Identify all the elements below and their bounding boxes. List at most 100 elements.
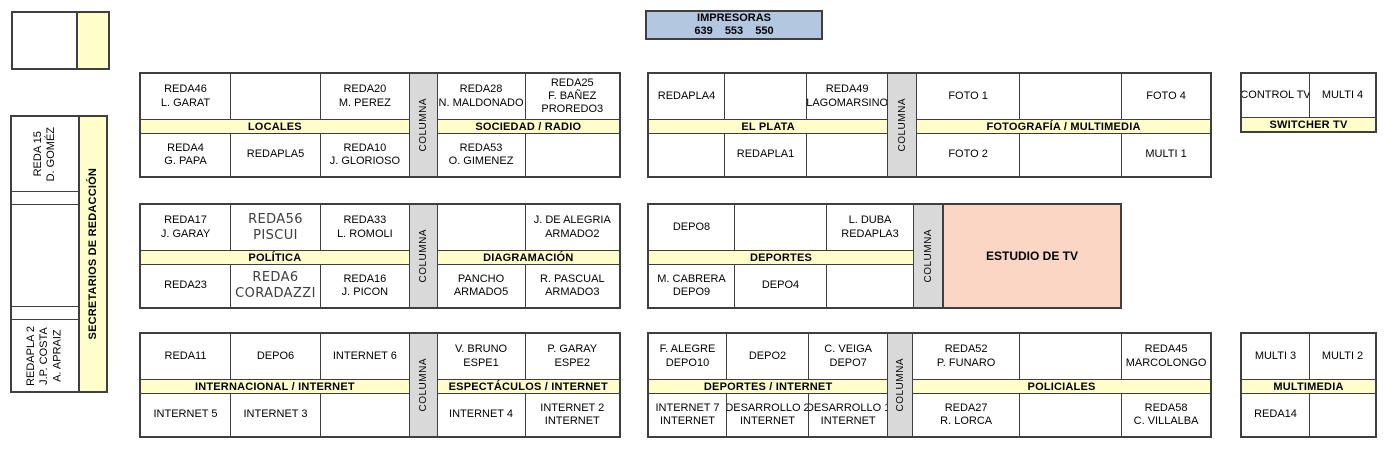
cell-text-line: FOTO 2 <box>948 148 988 161</box>
cell-text-line: J. PICON <box>341 286 389 298</box>
cell-text-line: REDA 15 <box>31 131 44 177</box>
cell-text-line: O. GIMENEZ <box>448 155 514 167</box>
section-band-label: SOCIEDAD / RADIO <box>475 120 582 133</box>
desk-cell <box>649 134 725 176</box>
section-band: POLÍTICA <box>141 250 409 265</box>
cell-text-line: REDA4 <box>167 141 204 154</box>
cell-text-line: INTERNET 5 <box>153 408 218 421</box>
legend-cell-white <box>13 13 76 68</box>
sidebar-desk-cell <box>12 307 78 320</box>
cell-text-line: REDA27 <box>944 401 988 414</box>
cell-text-line: INTERNET 4 <box>449 408 514 421</box>
section-band: LOCALES <box>141 119 409 134</box>
columna-label: COLUMNA <box>922 229 934 283</box>
desk-cell <box>437 205 526 250</box>
cell-text-line: P. GARAY <box>547 343 598 356</box>
desk-cell: FOTO 2 <box>917 134 1021 176</box>
desk-cell <box>1020 394 1123 436</box>
cell-text-line: INTERNET <box>544 415 600 427</box>
cell-text-line: REDA10 <box>343 141 387 154</box>
cell-text-line: F. ALEGRE <box>659 343 716 356</box>
section-band-label: INTERNACIONAL / INTERNET <box>194 380 355 393</box>
cell-text-line: MULTI 2 <box>1321 349 1364 362</box>
cell-text-line: REDA17 <box>164 214 207 227</box>
cell-text-line: M. PEREZ <box>338 96 391 109</box>
desk-cell: REDAPLA4 <box>649 74 725 119</box>
cell-text-line: C. VEIGA <box>824 343 872 356</box>
cell-text-line: FOTO 4 <box>1146 89 1186 102</box>
cell-text-line: INTERNET 3 <box>243 408 308 421</box>
desk-cell <box>807 134 888 176</box>
section-band: SWITCHER TV <box>1242 117 1375 131</box>
desk-cell: FOTO 4 <box>1122 74 1210 119</box>
cell-text-line: REDA14 <box>1254 408 1297 421</box>
cell-text-line: REDA53 <box>459 141 503 154</box>
cell-text-line: ESPE2 <box>554 356 590 369</box>
columna-label: COLUMNA <box>417 358 429 412</box>
cell-text-line: ESPE1 <box>463 356 499 369</box>
estudio-de-tv-label: ESTUDIO DE TV <box>985 249 1078 263</box>
desk-cell <box>725 74 807 119</box>
desk-cell <box>1020 74 1123 119</box>
section-band: INTERNACIONAL / INTERNET <box>141 379 409 394</box>
cell-text-line: ARMADO5 <box>453 286 509 298</box>
cell-text-line: DEPO9 <box>672 286 711 298</box>
cell-text-line: MULTI 4 <box>1321 88 1364 101</box>
section-band: DIAGRAMACIÓN <box>437 250 619 265</box>
legend-cell-yellow <box>76 13 108 68</box>
cell-text-line: F. BAÑEZ <box>548 89 597 102</box>
desk-cell: DEPO4 <box>735 265 827 307</box>
section-band-label: LOCALES <box>247 120 302 133</box>
desk-cell: DEPO6 <box>231 334 321 379</box>
cell-text-line: R. PASCUAL <box>539 272 605 285</box>
cell-text-line: J. GLORIOSO <box>329 155 401 167</box>
cell-text-line: REDA49 <box>825 83 869 96</box>
cell-text-line: REDA11 <box>164 349 207 362</box>
cell-text-line: REDA20 <box>343 83 387 96</box>
cell-text-line: REDAPLA4 <box>657 89 716 102</box>
cell-text-line: DEPO7 <box>829 356 867 369</box>
estudio-de-tv-box: ESTUDIO DE TV <box>943 205 1120 307</box>
impresoras-box: IMPRESORAS 639 553 550 <box>645 10 823 40</box>
cell-text-line: REDA46 <box>164 83 207 96</box>
cell-text-line: REDAPLA1 <box>736 148 795 161</box>
desk-cell: MULTI 1 <box>1122 134 1210 176</box>
cell-text-line: L. GARAT <box>160 96 211 109</box>
desk-cell: REDA23 <box>141 265 231 307</box>
cell-text-line: REDAPLA3 <box>841 227 899 240</box>
desk-cell <box>735 205 827 250</box>
columna-cell: COLUMNA <box>913 205 943 307</box>
cell-text-line: DEPO2 <box>748 349 787 362</box>
desk-cell <box>827 265 913 307</box>
section-band-label: SWITCHER TV <box>1269 118 1348 131</box>
cell-text-line: G. PAPA <box>164 155 207 167</box>
cell-text-line: DEPO10 <box>665 356 710 369</box>
desk-cell <box>1020 134 1123 176</box>
desk-cell: MULTI 4 <box>1310 74 1375 117</box>
cell-text-line: ARMADO3 <box>545 286 600 298</box>
desk-cell: REDA11 <box>141 334 231 379</box>
